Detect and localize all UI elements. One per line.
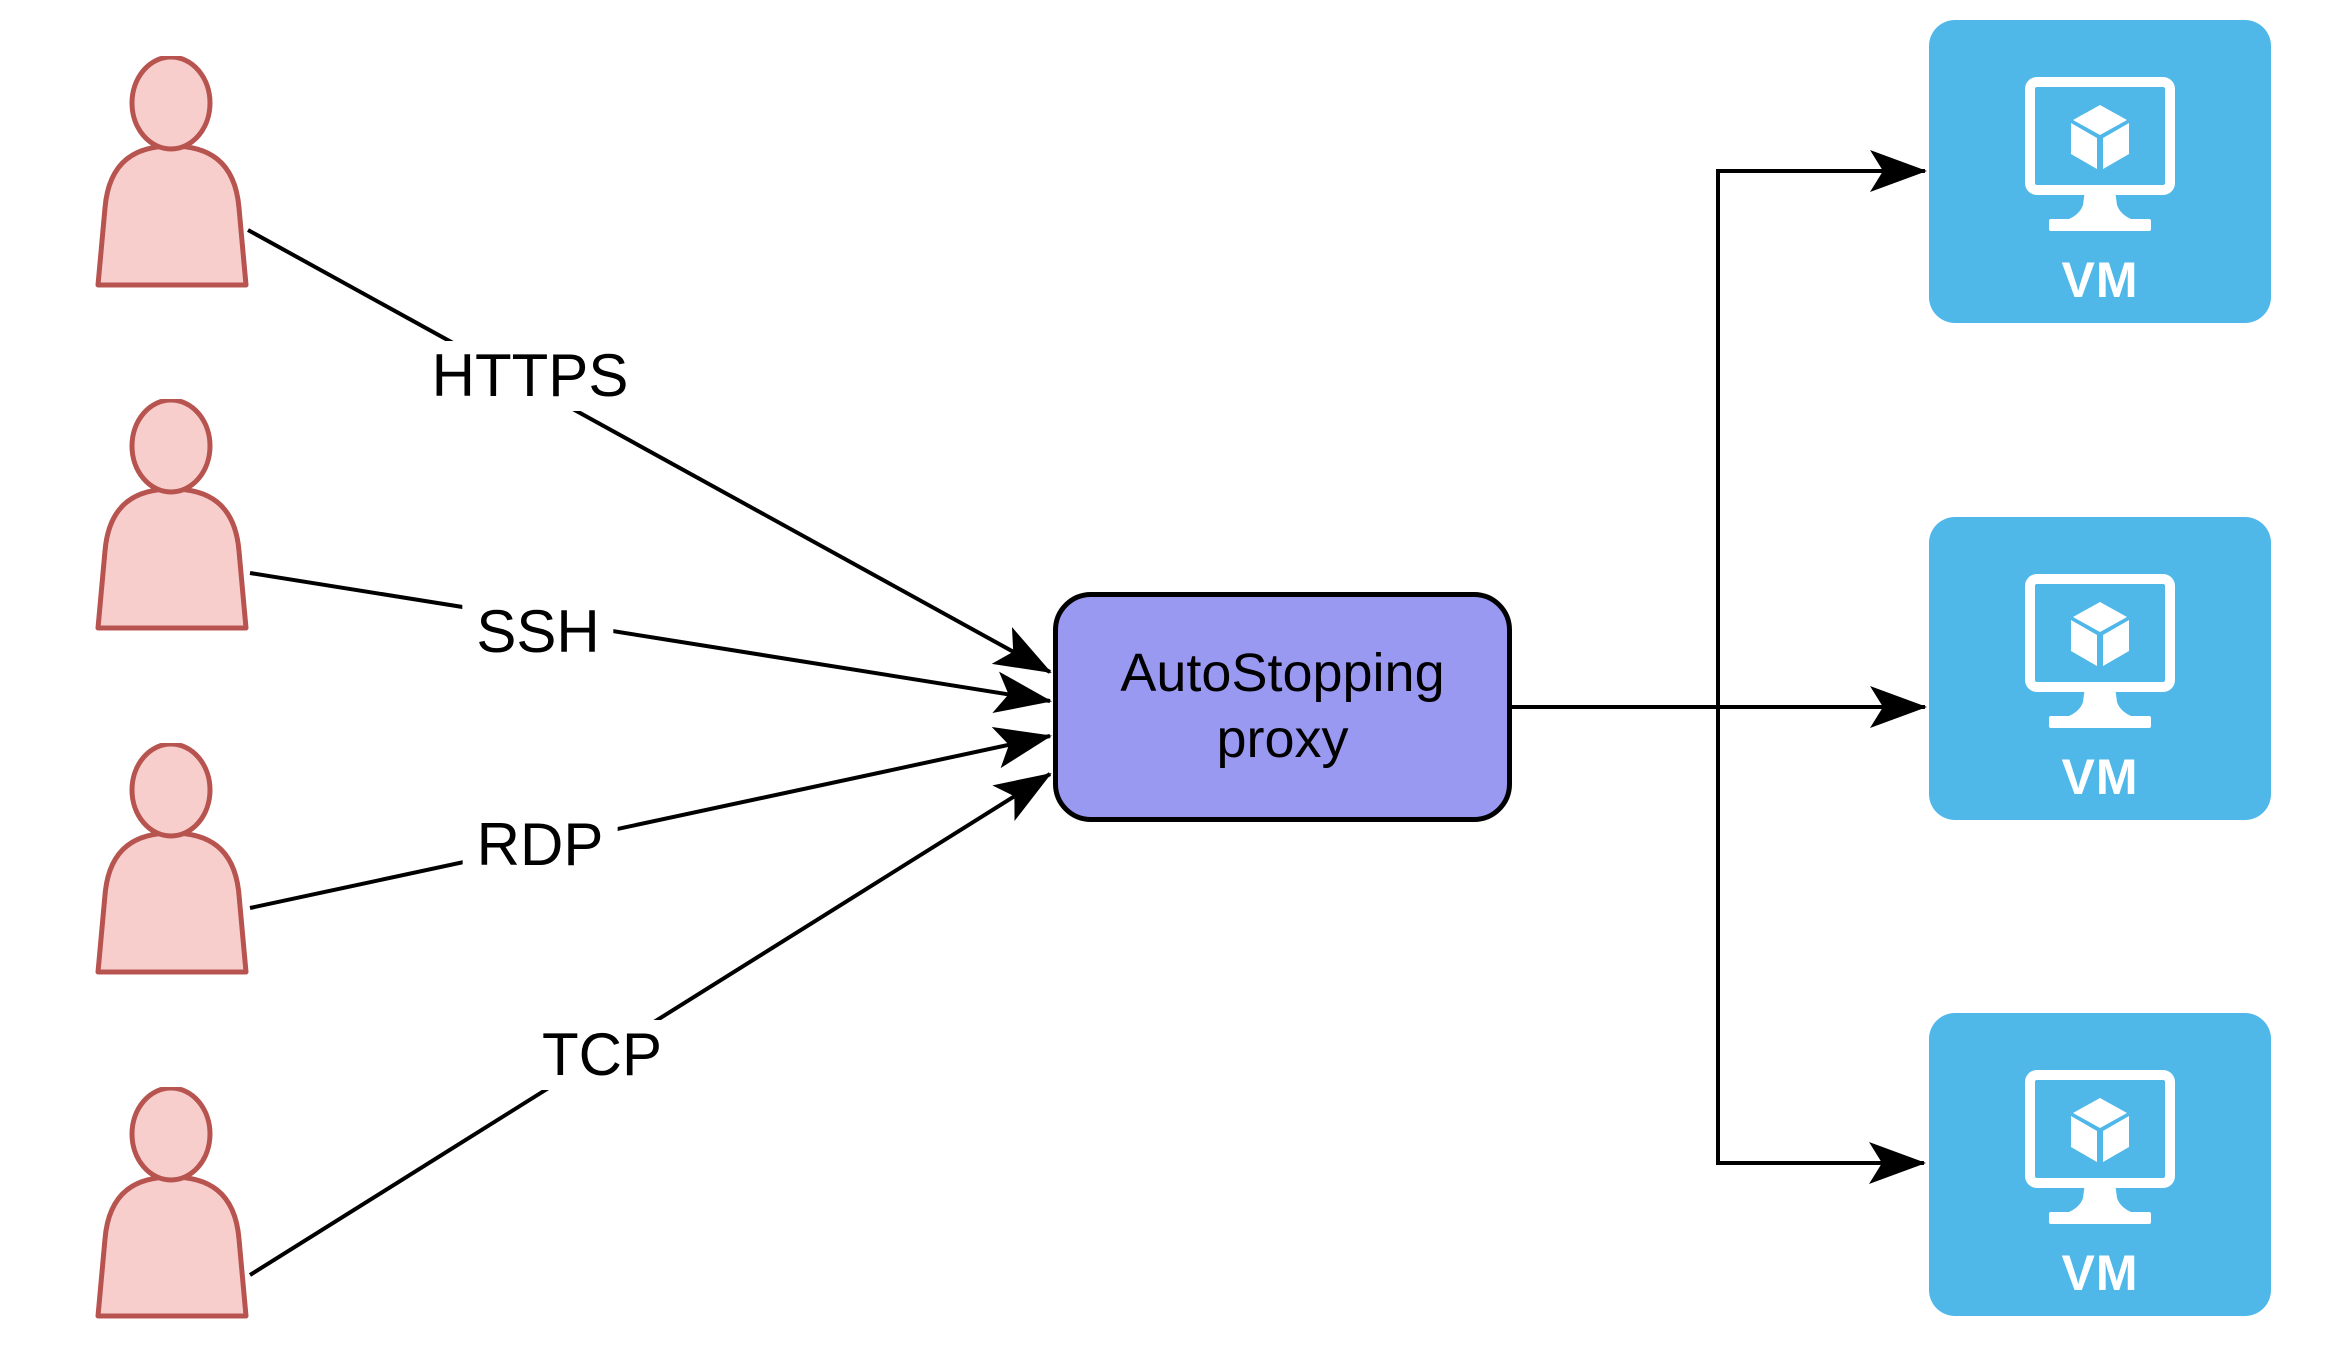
user-icon — [95, 399, 249, 631]
vm-node-3: VM — [1929, 1013, 2271, 1316]
vm-node-1: VM — [1929, 20, 2271, 323]
vm-label: VM — [2061, 749, 2139, 805]
vm-label: VM — [2061, 252, 2139, 308]
autostopping-proxy-node: AutoStopping proxy — [1053, 592, 1512, 822]
edge-label-ssh: SSH — [462, 597, 614, 667]
vm-monitor-icon — [2025, 574, 2175, 728]
edge-label-https: HTTPS — [417, 341, 643, 411]
proxy-label: AutoStopping proxy — [1120, 643, 1445, 769]
user-icon — [95, 56, 249, 288]
vm-label: VM — [2061, 1245, 2139, 1301]
vm-monitor-icon — [2025, 1070, 2175, 1224]
vm-monitor-icon — [2025, 77, 2175, 231]
edge-https-line — [247, 228, 1052, 674]
user-icon — [95, 743, 249, 975]
branch-to-vm3-line — [1716, 707, 1926, 1184]
edge-rdp-line — [249, 727, 1052, 910]
edge-ssh-line — [249, 571, 1052, 714]
branch-to-vm1-line — [1716, 150, 1927, 707]
edge-label-rdp: RDP — [462, 810, 618, 880]
user-icon — [95, 1087, 249, 1319]
edge-label-tcp: TCP — [528, 1020, 676, 1090]
vm-node-2: VM — [1929, 517, 2271, 820]
